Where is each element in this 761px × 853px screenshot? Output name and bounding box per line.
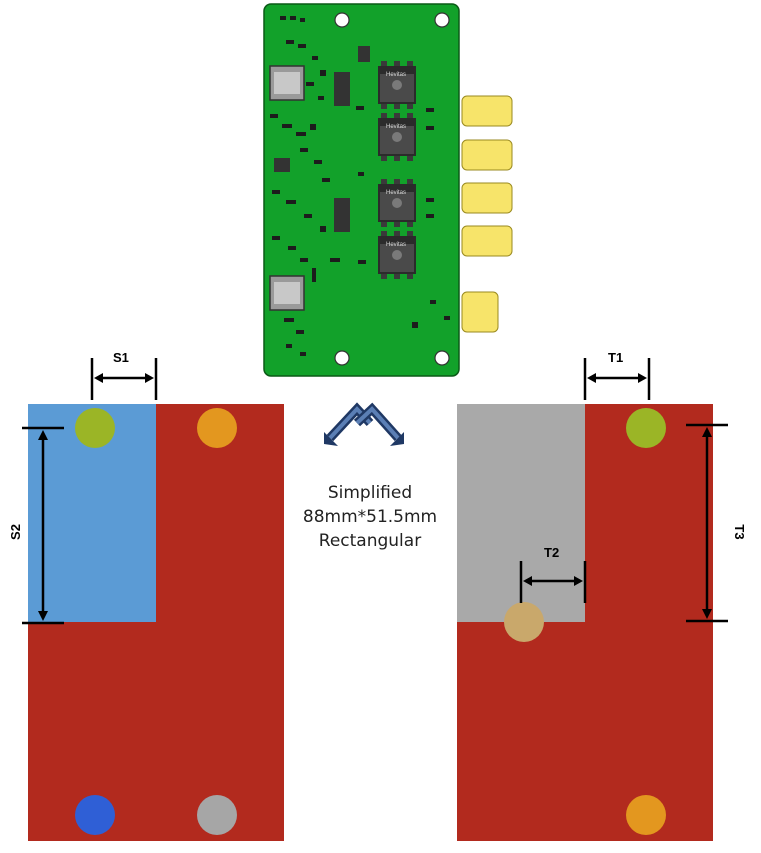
pin-green	[626, 408, 666, 448]
pcb-board-image: Hevitas Hevitas Hevitas Hevitas	[263, 3, 513, 377]
caption-line: Simplified	[327, 483, 413, 503]
ic-chip	[334, 72, 350, 106]
pin-green	[75, 408, 115, 448]
dimension-t3	[686, 423, 728, 623]
mounting-hole	[334, 350, 350, 366]
mounting-hole	[434, 12, 450, 28]
power-module	[378, 231, 416, 279]
dimension-t2	[519, 561, 587, 603]
label-s2: S2	[8, 524, 23, 540]
left-simplified-board	[28, 404, 284, 841]
edge-connector-tab	[461, 225, 513, 257]
chip-label: Hevitas	[386, 242, 406, 248]
pin-orange	[626, 795, 666, 835]
chip-label: Hevitas	[386, 72, 406, 78]
caption-line: Rectangular	[318, 531, 422, 551]
dimension-s1	[90, 358, 158, 400]
smd-components	[270, 16, 450, 356]
diagram-caption: Simplified 88mm*51.5mm Rectangular	[295, 481, 445, 553]
power-module	[378, 61, 416, 109]
edge-connector-tab	[461, 182, 513, 214]
chip-label: Hevitas	[386, 124, 406, 130]
edge-connector-tab	[461, 291, 499, 333]
label-t2: T2	[544, 545, 559, 560]
edge-connector-tab	[461, 95, 513, 127]
label-t3: T3	[732, 524, 747, 539]
pin-blue	[75, 795, 115, 835]
power-module	[378, 113, 416, 161]
pin-orange	[197, 408, 237, 448]
ic-chip	[334, 198, 350, 232]
pin-tan	[504, 602, 544, 642]
mounting-hole	[334, 12, 350, 28]
chip-label: Hevitas	[386, 190, 406, 196]
dimension-t1	[583, 358, 651, 400]
right-simplified-board	[457, 404, 713, 841]
mounting-hole	[434, 350, 450, 366]
split-arrow-icon	[324, 402, 404, 446]
label-s1: S1	[113, 350, 129, 365]
edge-connector-tab	[461, 139, 513, 171]
caption-line: 88mm*51.5mm	[302, 507, 438, 527]
label-t1: T1	[608, 350, 623, 365]
dimension-s2	[22, 426, 64, 625]
pin-gray	[197, 795, 237, 835]
power-module	[378, 179, 416, 227]
